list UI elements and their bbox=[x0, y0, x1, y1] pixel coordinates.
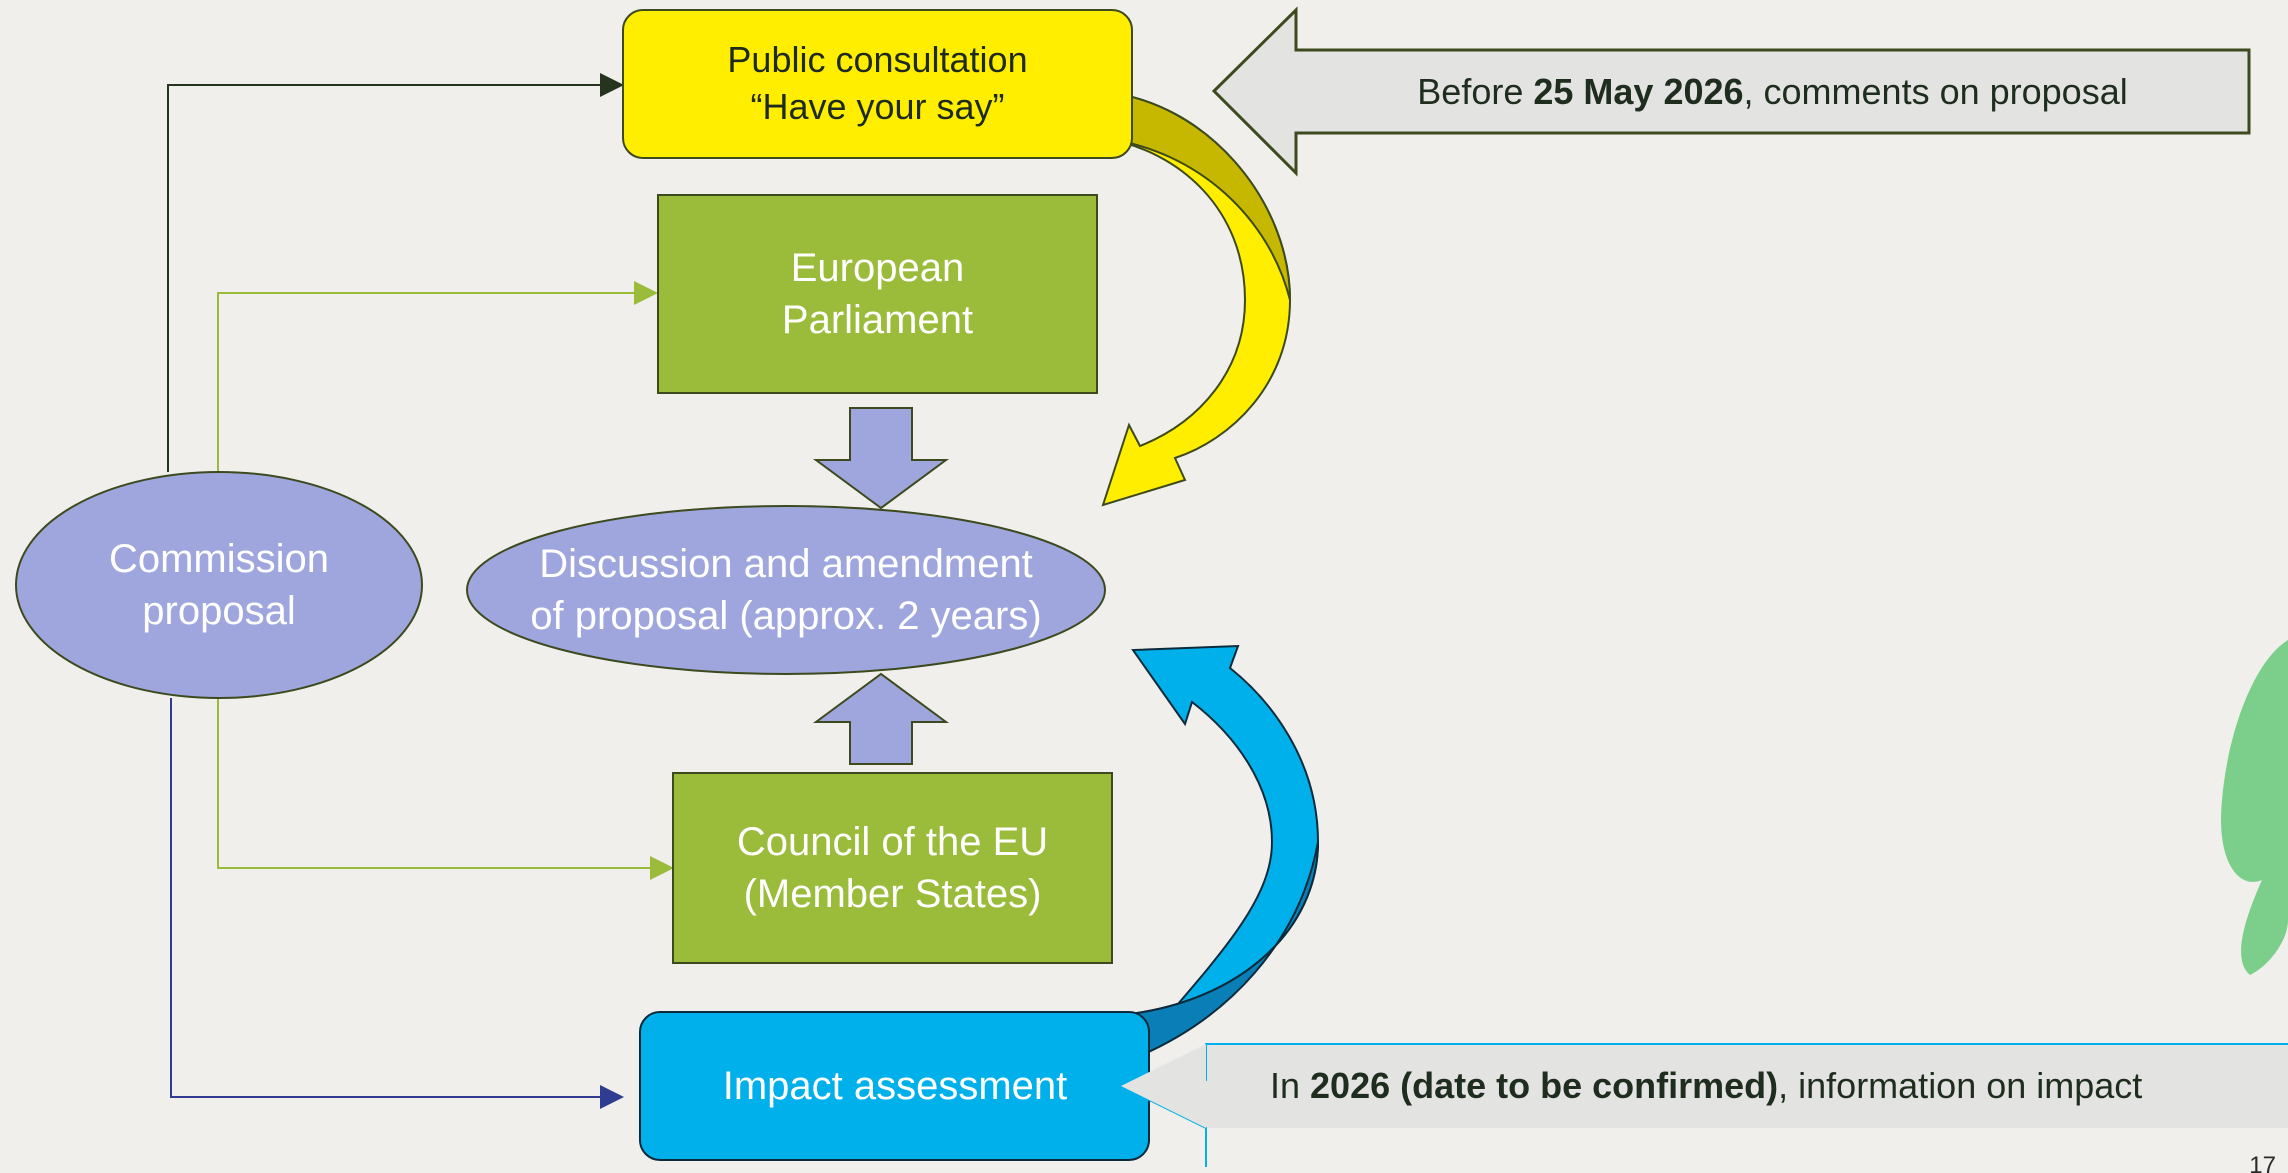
european-parliament-line: European bbox=[790, 246, 965, 290]
discussion-ellipse bbox=[466, 505, 1106, 675]
public-consultation-box bbox=[622, 9, 1133, 159]
discussion-line: Discussion and amendment bbox=[539, 542, 1033, 586]
commission-label: Commission proposal bbox=[30, 500, 408, 670]
public-consultation-label: Public consultation “Have your say” bbox=[623, 10, 1132, 158]
parliament-to-discussion-arrow bbox=[812, 407, 950, 510]
impact-assessment-line: Impact assessment bbox=[722, 1064, 1068, 1108]
consultation-callout-date: 25 May 2026 bbox=[1533, 70, 1744, 112]
consultation-feedback-arrow-shade bbox=[1101, 90, 1291, 301]
commission-ellipse bbox=[15, 471, 423, 699]
impact-assessment-label: Impact assessment bbox=[650, 1012, 1140, 1160]
impact-callout-shape bbox=[1206, 1044, 2288, 1128]
connector-to-impact bbox=[170, 698, 624, 1109]
impact-callout-date: 2026 (date to be confirmed) bbox=[1310, 1065, 1779, 1106]
consultation-callout-shape bbox=[1211, 6, 2251, 177]
council-text: Council of the EU (Member States) bbox=[737, 816, 1048, 920]
discussion-line: of proposal (approx. 2 years) bbox=[530, 594, 1042, 638]
council-to-discussion-arrow bbox=[812, 672, 950, 765]
commission-text: Commission proposal bbox=[109, 533, 329, 637]
discussion-text: Discussion and amendment of proposal (app… bbox=[530, 538, 1041, 642]
european-parliament-box bbox=[657, 194, 1098, 394]
connector-to-consultation bbox=[167, 73, 624, 472]
decorative-leaf bbox=[2221, 640, 2288, 975]
connector-to-council bbox=[217, 698, 674, 880]
connector-to-parliament bbox=[217, 281, 658, 472]
council-line: Council of the EU bbox=[736, 820, 1049, 864]
impact-assessment-text: Impact assessment bbox=[723, 1060, 1068, 1112]
discussion-label: Discussion and amendment of proposal (app… bbox=[520, 510, 1052, 670]
consultation-callout-suffix: , comments on proposal bbox=[1743, 70, 2128, 112]
council-label: Council of the EU (Member States) bbox=[673, 773, 1112, 963]
public-consultation-text: Public consultation “Have your say” bbox=[727, 37, 1027, 131]
public-consultation-line: “Have your say” bbox=[750, 86, 1005, 127]
impact-callout-suffix: , information on impact bbox=[1778, 1065, 2143, 1106]
impact-callout-pointer bbox=[1121, 1044, 1206, 1128]
consultation-callout-prefix: Before bbox=[1417, 70, 1534, 112]
european-parliament-line: Parliament bbox=[781, 298, 974, 342]
impact-callout-text: In 2026 (date to be confirmed), informat… bbox=[1210, 1044, 2288, 1128]
commission-line: proposal bbox=[142, 589, 296, 633]
council-line: (Member States) bbox=[743, 872, 1042, 916]
public-consultation-line: Public consultation bbox=[727, 39, 1028, 81]
council-box bbox=[672, 772, 1113, 964]
consultation-callout-text: Before 25 May 2026, comments on proposal bbox=[1300, 50, 2245, 133]
page-number: 17 bbox=[2249, 1152, 2276, 1173]
commission-line: Commission bbox=[108, 537, 330, 581]
impact-feedback-arrow-shade bbox=[1129, 841, 1319, 1062]
impact-callout-prefix: In bbox=[1270, 1065, 1311, 1106]
